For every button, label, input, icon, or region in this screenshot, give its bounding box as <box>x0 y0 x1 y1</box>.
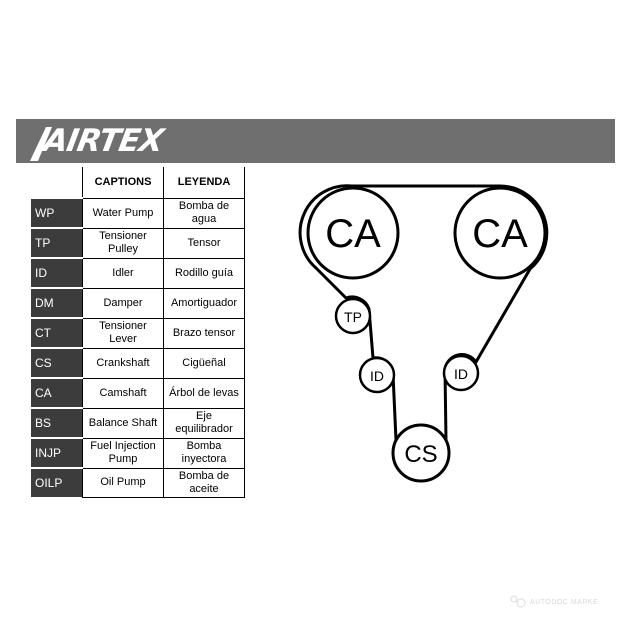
legend-header-row: CAPTIONS LEYENDA <box>31 167 245 198</box>
legend-abbr: CT <box>31 317 83 348</box>
legend-row: CS Crankshaft Cigüeñal <box>31 347 245 378</box>
legend-row: DM Damper Amortiguador <box>31 287 245 318</box>
legend-caption: Balance Shaft <box>82 407 164 438</box>
pulley-cam-right: CA <box>453 186 547 280</box>
pulley-label: TP <box>344 309 362 325</box>
legend-row: OILP Oil Pump Bomba de aceite <box>31 467 245 498</box>
pulley-label: CA <box>325 212 381 256</box>
legend-leyenda-text: Bomba inyectora <box>181 440 227 465</box>
legend-leyenda: Tensor <box>163 227 245 258</box>
legend-caption-text: Idler <box>112 266 134 279</box>
legend-leyenda-text: Eje equilibrador <box>175 410 233 435</box>
legend-caption: Idler <box>82 257 164 288</box>
legend-abbr: CA <box>31 377 83 408</box>
legend-caption-text: Crankshaft <box>96 356 150 369</box>
legend-caption: Fuel Injection Pump <box>82 437 164 468</box>
legend-leyenda: Cigüeñal <box>163 347 245 378</box>
pulley-idler-right: ID <box>442 354 480 392</box>
legend-caption-text: Oil Pump <box>100 476 146 488</box>
pulley-idler-left: ID <box>358 356 396 394</box>
legend-caption-text: Camshaft <box>99 386 147 399</box>
legend-abbr: ID <box>31 257 83 288</box>
legend-abbr: TP <box>31 227 83 258</box>
legend-row: BS Balance Shaft Eje equilibrador <box>31 407 245 438</box>
legend-leyenda-text: Cigüeñal <box>182 356 226 369</box>
legend-leyenda: Amortiguador <box>163 287 245 318</box>
legend-row: TP Tensioner Pulley Tensor <box>31 227 245 258</box>
legend-caption: Tensioner Lever <box>82 317 164 348</box>
legend-row: WP Water Pump Bomba de agua <box>31 197 245 228</box>
legend-leyenda-text: Rodillo guía <box>174 266 234 279</box>
legend-caption: Damper <box>82 287 164 318</box>
legend-leyenda-text: Árbol de levas <box>169 386 239 399</box>
legend-caption-text: Water Pump <box>92 206 154 219</box>
legend-caption: Water Pump <box>82 197 164 228</box>
legend-caption: Tensioner Pulley <box>82 227 164 258</box>
legend-leyenda: Eje equilibrador <box>163 407 245 438</box>
legend-leyenda: Brazo tensor <box>163 317 245 348</box>
legend-leyenda: Árbol de levas <box>163 377 245 408</box>
legend-abbr: CS <box>31 347 83 378</box>
legend-caption-text: Fuel Injection Pump <box>90 440 156 465</box>
pulley-crankshaft: CS <box>391 423 451 483</box>
legend-leyenda-text: Bomba de agua <box>178 200 230 225</box>
legend-abbr: WP <box>31 197 83 228</box>
legend-leyenda-text: Bomba de aceite <box>178 469 230 495</box>
legend-caption: Oil Pump <box>82 467 164 498</box>
watermark-logo-icon <box>510 595 526 608</box>
logo-swoosh-icon <box>30 127 52 161</box>
legend-leyenda-text: Amortiguador <box>170 296 238 309</box>
legend-caption: Crankshaft <box>82 347 164 378</box>
pulley-cam-left: CA <box>306 186 400 280</box>
legend-caption-text: Damper <box>103 296 143 309</box>
legend-header-blank <box>31 167 83 198</box>
brand-logo: AIRTEX <box>28 119 165 163</box>
legend-header-leyenda: LEYENDA <box>163 167 245 198</box>
legend-caption: Camshaft <box>82 377 164 408</box>
legend-leyenda-text: Tensor <box>187 236 221 249</box>
legend-leyenda: Bomba de aceite <box>163 467 245 498</box>
legend-caption-text: Balance Shaft <box>88 416 158 429</box>
legend-header-captions: CAPTIONS <box>82 167 164 198</box>
legend-leyenda: Rodillo guía <box>163 257 245 288</box>
watermark-text: AUTODOC MARKE <box>530 598 599 606</box>
pulley-label: ID <box>454 366 468 382</box>
legend-table: CAPTIONS LEYENDA WP Water Pump Bomba de … <box>31 167 245 498</box>
brand-header-bar <box>16 119 615 163</box>
legend-row: CT Tensioner Lever Brazo tensor <box>31 317 245 348</box>
pulley-label: CA <box>472 212 528 256</box>
pulley-label: CS <box>404 441 437 468</box>
legend-row: CA Camshaft Árbol de levas <box>31 377 245 408</box>
legend-caption-text: Tensioner Lever <box>99 320 147 345</box>
legend-leyenda: Bomba de agua <box>163 197 245 228</box>
legend-row: ID Idler Rodillo guía <box>31 257 245 288</box>
legend-caption-text: Tensioner Pulley <box>99 230 147 255</box>
legend-abbr: BS <box>31 407 83 438</box>
legend-abbr: INJP <box>31 437 83 468</box>
legend-abbr: OILP <box>31 467 83 497</box>
legend-leyenda-text: Brazo tensor <box>172 326 236 339</box>
legend-leyenda: Bomba inyectora <box>163 437 245 468</box>
pulley-tensioner: TP <box>334 297 372 335</box>
legend-abbr: DM <box>31 287 83 318</box>
pulley-label: ID <box>370 368 384 384</box>
legend-row: INJP Fuel Injection Pump Bomba inyectora <box>31 437 245 468</box>
watermark: AUTODOC MARKE <box>508 592 598 612</box>
